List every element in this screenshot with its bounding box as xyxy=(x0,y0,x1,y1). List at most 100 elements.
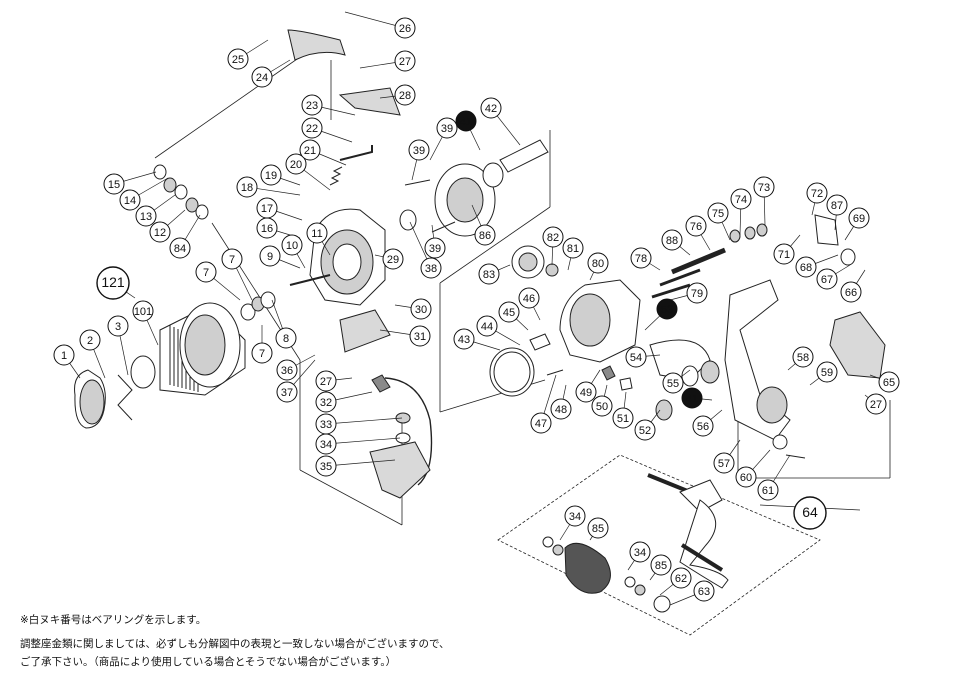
part-callout-73: 73 xyxy=(753,176,775,198)
part-callout-29: 29 xyxy=(382,248,404,270)
bail-arm-35 xyxy=(369,441,431,499)
part-number: 74 xyxy=(735,194,747,206)
part-number: 85 xyxy=(592,523,604,535)
part-number: 65 xyxy=(883,377,895,389)
part-callout-50: 50 xyxy=(591,395,613,417)
part-number: 50 xyxy=(596,401,608,413)
part-number: 49 xyxy=(580,387,592,399)
part-callout-83: 83 xyxy=(478,263,500,285)
gear-8 xyxy=(260,291,276,309)
part-callout-62: 62 xyxy=(670,567,692,589)
collar-44 xyxy=(529,333,551,351)
part-callout-25: 25 xyxy=(227,48,249,70)
screw-47 xyxy=(546,369,564,376)
part-callout-51: 51 xyxy=(612,407,634,429)
part-callout-55: 55 xyxy=(662,372,684,394)
part-callout-68: 68 xyxy=(795,256,817,278)
part-number: 64 xyxy=(802,504,818,520)
part-number: 7 xyxy=(229,254,235,266)
part-number: 31 xyxy=(414,331,426,343)
part-callout-43: 43 xyxy=(453,328,475,350)
rod-78 xyxy=(659,268,701,287)
part-number: 15 xyxy=(108,179,120,191)
part-number: 27 xyxy=(870,399,882,411)
clip-71 xyxy=(814,214,839,246)
part-callout-31: 31 xyxy=(409,325,431,347)
part-callout-52: 52 xyxy=(634,419,656,441)
clip-50 xyxy=(601,365,616,381)
washer-34b xyxy=(624,576,636,588)
part-callout-9: 9 xyxy=(259,245,281,267)
part-callout-76: 76 xyxy=(685,215,707,237)
part-number: 81 xyxy=(567,243,579,255)
part-callout-71: 71 xyxy=(773,243,795,265)
part-number: 35 xyxy=(320,461,332,473)
part-callout-8: 8 xyxy=(275,327,297,349)
spool-bore xyxy=(184,314,226,376)
part-number: 62 xyxy=(675,573,687,585)
bearing-stack-2 xyxy=(174,184,188,200)
part-number: 1 xyxy=(61,350,67,362)
leader-line xyxy=(325,437,401,445)
collar-85a xyxy=(552,544,564,556)
part-number: 38 xyxy=(425,263,437,275)
part-number: 72 xyxy=(811,188,823,200)
part-callout-19: 19 xyxy=(260,164,282,186)
part-callout-44: 44 xyxy=(476,315,498,337)
part-callout-24: 24 xyxy=(251,66,273,88)
part-number: 80 xyxy=(592,258,604,270)
part-number: 84 xyxy=(174,243,186,255)
part-callout-46: 46 xyxy=(518,287,540,309)
part-callout-49: 49 xyxy=(575,381,597,403)
part-number: 10 xyxy=(286,240,298,252)
part-callout-85: 85 xyxy=(587,517,609,539)
bearing-41 xyxy=(482,162,504,188)
washer-7a xyxy=(240,303,256,321)
part-callout-84: 84 xyxy=(169,237,191,259)
part-number: 3 xyxy=(115,321,121,333)
part-number: 54 xyxy=(630,352,642,364)
part-callout-57: 57 xyxy=(713,452,735,474)
pinion-bore xyxy=(446,177,484,223)
handle-grip-shaft xyxy=(680,543,724,572)
part-callout-60: 60 xyxy=(735,466,757,488)
part-callout-69: 69 xyxy=(848,207,870,229)
part-number: 63 xyxy=(698,586,710,598)
washer-note-line-1: 調整座金類に関しましては、必ずしも分解図中の表現と一致しない場合がございますので… xyxy=(20,638,450,650)
washer-note-line-2: ご了承下さい。（商品により使用している場合とそうでない場合がございます。） xyxy=(20,656,397,668)
part-callout-34: 34 xyxy=(629,541,651,563)
part-number: 16 xyxy=(261,223,273,235)
collar-38 xyxy=(399,209,417,231)
part-callout-64: 64 xyxy=(793,496,827,530)
part-number: 29 xyxy=(387,254,399,266)
part-callout-14: 14 xyxy=(119,189,141,211)
part-number: 23 xyxy=(306,100,318,112)
bearing-note: ※白ヌキ番号はベアリングを示します。 xyxy=(20,614,207,626)
part-number: 7 xyxy=(259,348,265,360)
part-number: 61 xyxy=(762,485,774,497)
part-number: 28 xyxy=(399,90,411,102)
part-callout-45: 45 xyxy=(498,301,520,323)
part-number: 41 xyxy=(686,393,698,405)
leader-line xyxy=(325,459,396,467)
part-callout-30: 30 xyxy=(410,298,432,320)
part-number: 46 xyxy=(523,293,535,305)
part-callout-82: 82 xyxy=(542,226,564,248)
bearing-stack-1 xyxy=(163,177,177,193)
bearing-55 xyxy=(681,365,699,387)
leader-line xyxy=(325,417,403,425)
part-callout-61: 61 xyxy=(757,479,779,501)
part-callout-26: 26 xyxy=(394,17,416,39)
part-callout-56: 56 xyxy=(692,415,714,437)
part-number: 88 xyxy=(666,235,678,247)
part-number: 37 xyxy=(281,387,293,399)
part-callout-42: 42 xyxy=(480,97,502,119)
part-number: 22 xyxy=(306,123,318,135)
part-number: 52 xyxy=(639,425,651,437)
part-callout-41: 41 xyxy=(681,387,703,409)
part-number: 25 xyxy=(232,54,244,66)
part-callout-65: 65 xyxy=(878,371,900,393)
part-callout-75: 75 xyxy=(707,202,729,224)
handle-knob-base xyxy=(679,479,723,513)
